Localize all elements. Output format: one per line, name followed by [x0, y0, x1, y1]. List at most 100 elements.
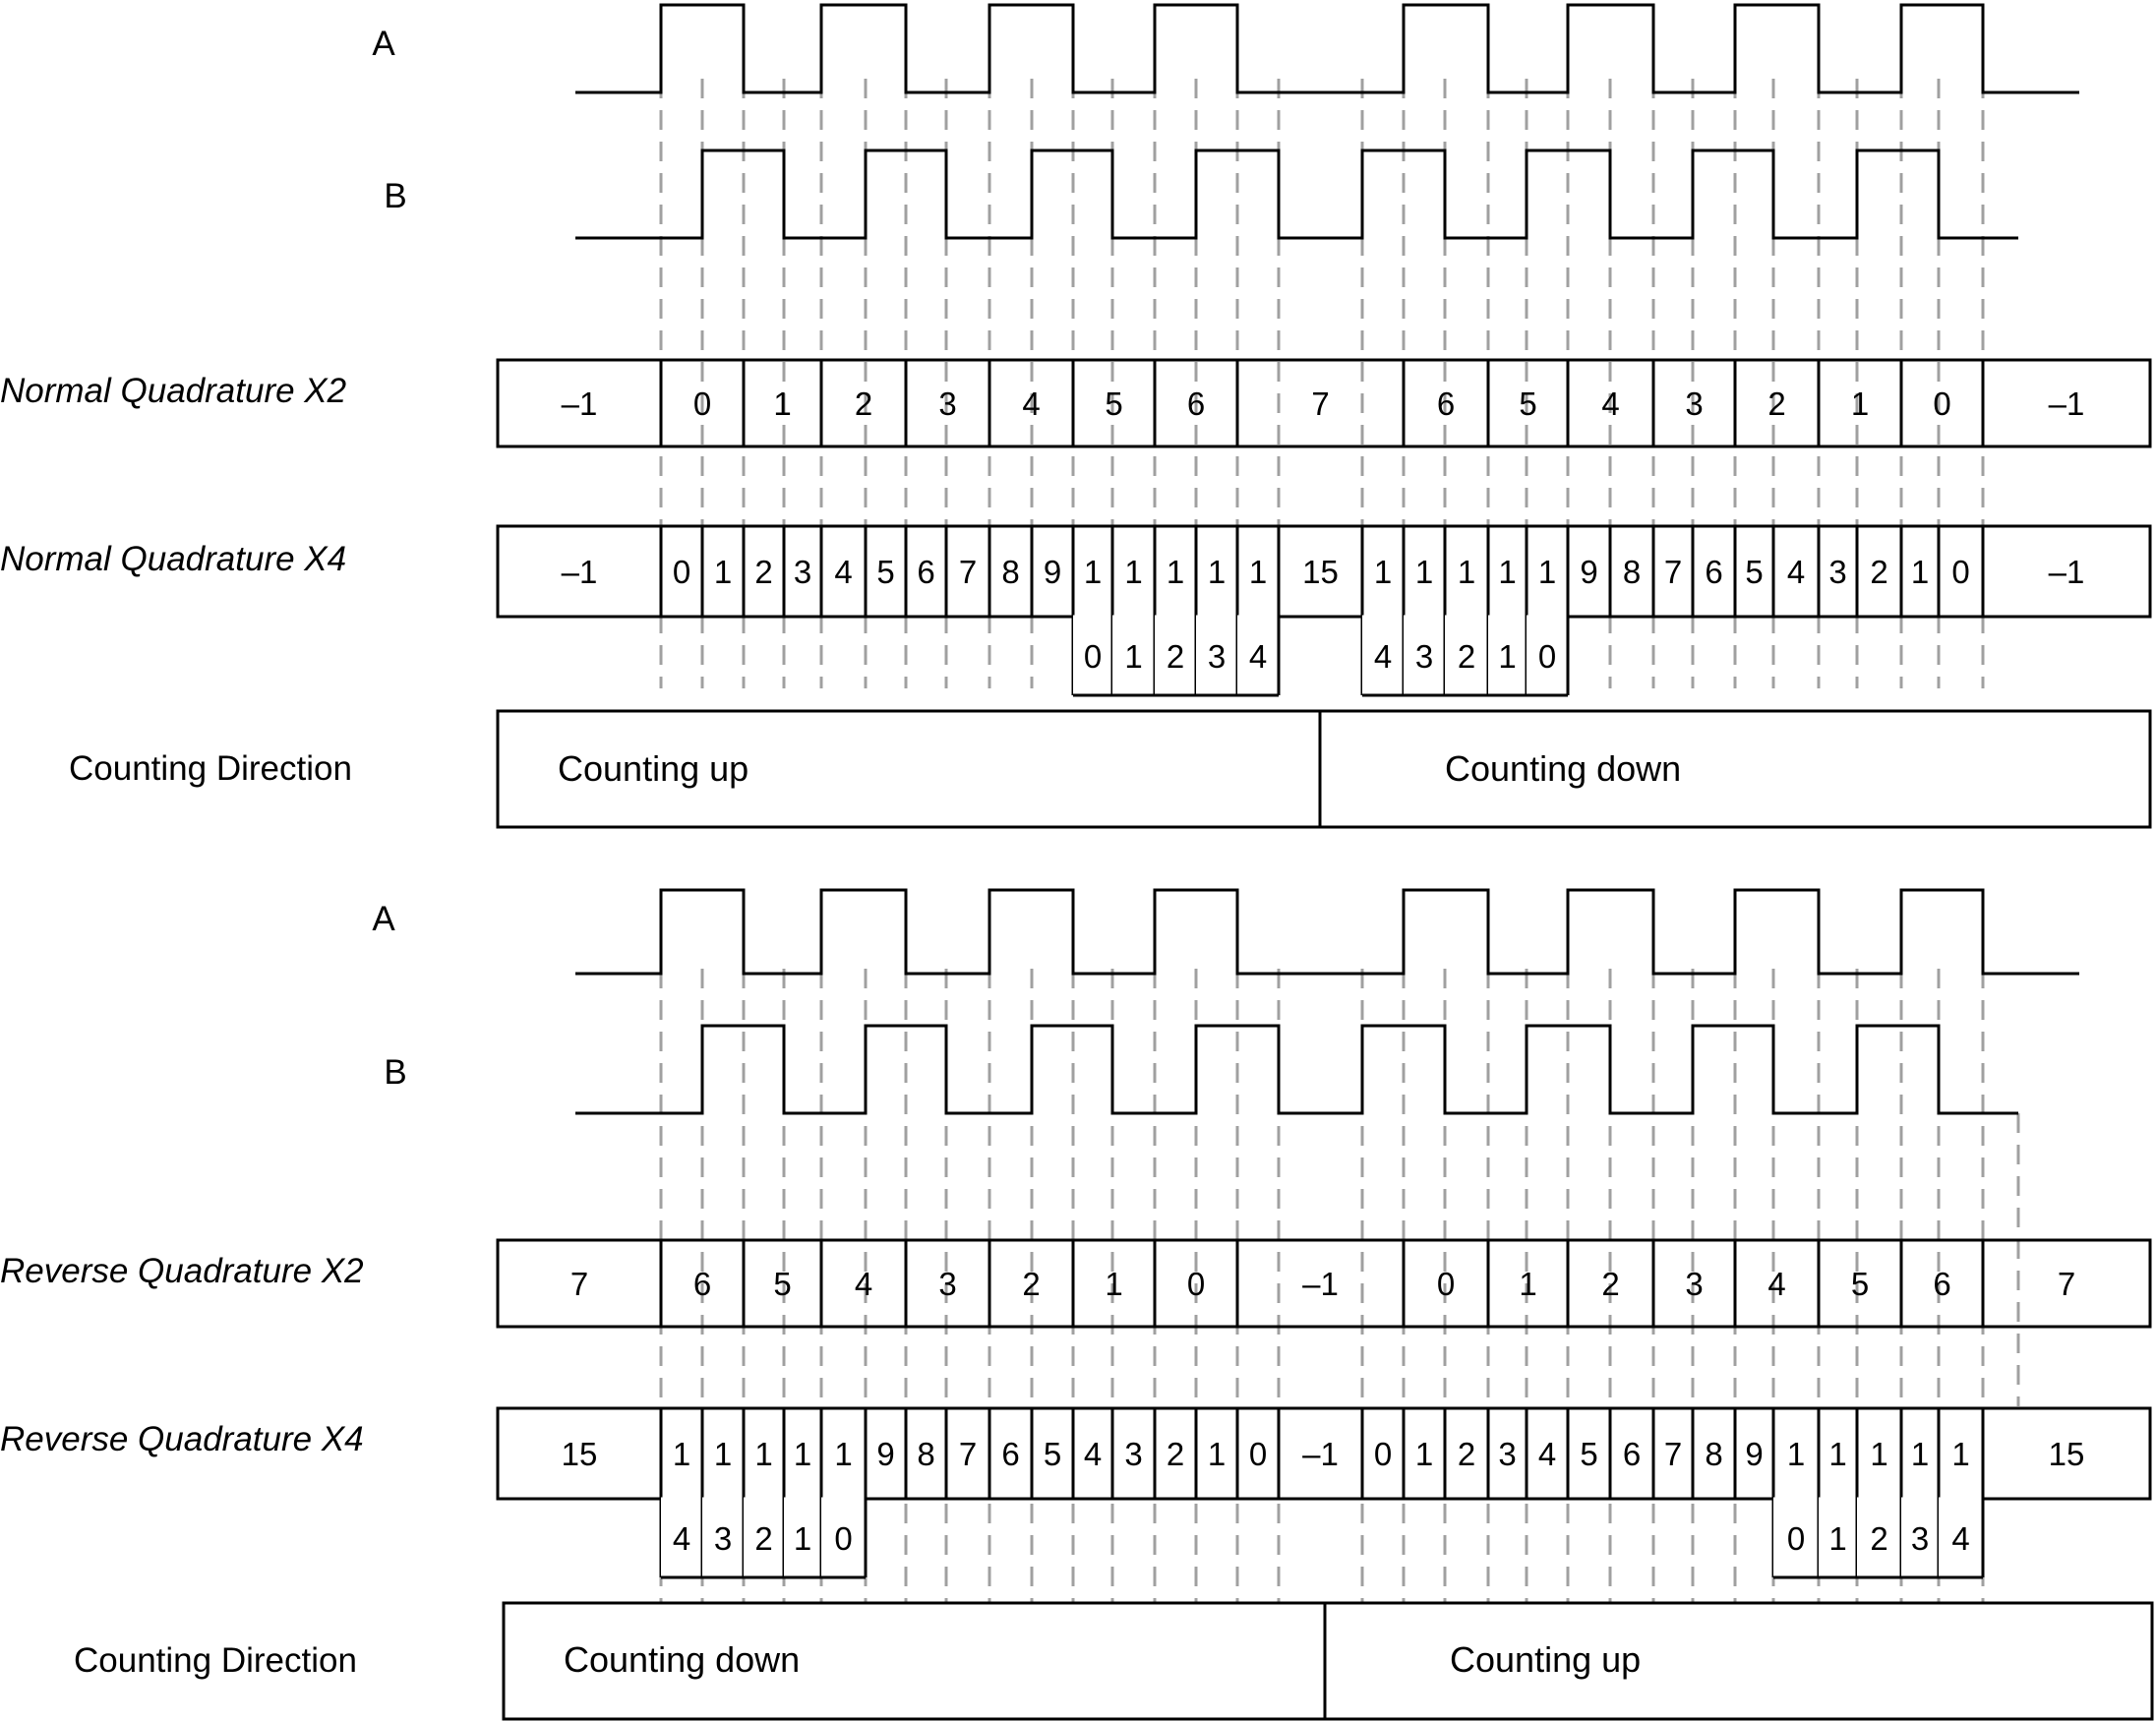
reverse-x4-cell-value-digit2: 3 [714, 1520, 732, 1557]
normal-x4-cell-value-digit2: 1 [1124, 638, 1142, 675]
normal-x4-cell-extension [1445, 615, 1488, 695]
normal-x4-cell-value: 0 [1951, 554, 1969, 590]
normal-x4-cell-value: 5 [1745, 554, 1763, 590]
reverse-x4-cell-value: 1 [1415, 1436, 1433, 1472]
reverse-x4-cell-value-digit2: 0 [834, 1520, 852, 1557]
reverse-x4-cell-value: 1 [1951, 1436, 1969, 1472]
reverse-x4-cell-extension [821, 1497, 866, 1577]
normal-x2-cell-value: 4 [1022, 386, 1040, 422]
reverse-x2-cell-value: 4 [1767, 1266, 1785, 1302]
normal-x2-cell-value: 3 [1685, 386, 1703, 422]
reverse-x4-cell-value: 9 [1745, 1436, 1763, 1472]
normal-x4-cell-value: 1 [1208, 554, 1226, 590]
normal-x2-cell-value: 6 [1437, 386, 1455, 422]
reverse-x2-cell-value: 7 [2058, 1266, 2075, 1302]
reverse-x4-cell-value: 15 [2049, 1436, 2085, 1472]
normal-x2-cell-value: 0 [693, 386, 711, 422]
normal-x4-cell-value: 1 [1415, 554, 1433, 590]
signal-b-label: B [384, 177, 406, 215]
reverse-x4-cell-value: 1 [1911, 1436, 1929, 1472]
normal-x4-cell-extension [1362, 615, 1404, 695]
normal-x4-cell-value-digit2: 2 [1458, 638, 1475, 675]
reverse-x2-cell-value: 1 [1105, 1266, 1122, 1302]
reverse-x4-cell-value-digit2: 1 [1828, 1520, 1846, 1557]
normal-x4-cell-value: 1 [1124, 554, 1142, 590]
normal-x4-cell-value: 15 [1302, 554, 1339, 590]
reverse-x4-cell-value: –1 [1302, 1436, 1339, 1472]
normal-x4-cell-extension [1155, 615, 1196, 695]
normal-x2-cell-value: 5 [1105, 386, 1122, 422]
normal-x4-cell-value: 4 [834, 554, 852, 590]
reverse-x2-cell-value: 3 [1685, 1266, 1703, 1302]
reverse-x2-cell-value: 1 [1519, 1266, 1536, 1302]
normal-x4-cell-value-digit2: 0 [1538, 638, 1556, 675]
reverse-x4-cell-extension [744, 1497, 784, 1577]
reverse-x2-cell-value: 4 [855, 1266, 872, 1302]
reverse-x2-cell-value: 5 [773, 1266, 791, 1302]
reverse-x4-cell-value: 9 [876, 1436, 894, 1472]
normal-x4-cell-frame [496, 524, 2152, 619]
normal-x4-cell-value: –1 [2049, 554, 2085, 590]
reverse-x4-cell-value: 1 [1828, 1436, 1846, 1472]
reverse-x4-cell-value: 1 [673, 1436, 690, 1472]
normal-x2-cell-value: 2 [1767, 386, 1785, 422]
reverse-direction-label: Counting Direction [74, 1641, 357, 1680]
normal-x4-cell-value: 9 [1580, 554, 1597, 590]
reverse-x2-cell-value: 7 [570, 1266, 588, 1302]
reverse-x4-cell-frame [496, 1406, 2152, 1501]
signal-b-waveform [575, 148, 2018, 240]
reverse-x2-cell-value: 2 [1022, 1266, 1040, 1302]
normal-x4-cell-value: 2 [1870, 554, 1887, 590]
reverse-x4-cell-extension [702, 1497, 744, 1577]
reverse-x4-cell-value-digit2: 3 [1911, 1520, 1929, 1557]
normal-x4-cell-extension [1404, 615, 1445, 695]
normal-x2-cell-value: 1 [1851, 386, 1869, 422]
normal-x4-cell-value-digit2: 3 [1415, 638, 1433, 675]
reverse-x4-cell-value: 4 [1084, 1436, 1102, 1472]
normal-x4-cell-extension [1527, 615, 1568, 695]
reverse-x2-cell-value: 6 [1933, 1266, 1950, 1302]
normal-x2-cell-value: –1 [2049, 386, 2085, 422]
reverse-x4-cell-value: 1 [1870, 1436, 1887, 1472]
normal-x4-cell-value: 1 [1458, 554, 1475, 590]
normal-x4-cell-value: –1 [562, 554, 598, 590]
normal-x4-cell-value-digit2: 4 [1374, 638, 1392, 675]
reverse-x4-cell-value: 7 [959, 1436, 977, 1472]
reverse-x2-cell-frame [496, 1238, 2152, 1329]
normal-x4-cell-value: 8 [1001, 554, 1019, 590]
reverse-x4-cell-value: 4 [1538, 1436, 1556, 1472]
reverse-x4-cell-value: 0 [1374, 1436, 1392, 1472]
normal-x2-cell-value: –1 [562, 386, 598, 422]
normal-x4-cell-value: 0 [673, 554, 690, 590]
normal-x4-cell-value: 1 [714, 554, 732, 590]
reverse-x4-cell-value: 8 [917, 1436, 934, 1472]
reverse-x4-cell-extension [1773, 1497, 1819, 1577]
normal-x2-cell-value: 5 [1519, 386, 1536, 422]
normal-x4-cell-value: 1 [1538, 554, 1556, 590]
reverse-x4-cell-extension [1939, 1497, 1983, 1577]
normal-x4-cell-value: 4 [1787, 554, 1805, 590]
reverse-x4-cell-extension [1901, 1497, 1939, 1577]
reverse-x4-cell-extension [1857, 1497, 1901, 1577]
normal-x4-cell-value: 7 [959, 554, 977, 590]
reverse-x4-cell-value: 1 [794, 1436, 811, 1472]
normal-x4-cell-value: 1 [1249, 554, 1267, 590]
reverse-x4-cell-value: 2 [1167, 1436, 1184, 1472]
normal-x2-cell-value: 4 [1601, 386, 1619, 422]
signal-a-waveform-reverse [575, 888, 2079, 976]
reverse-x4-cell-value: 3 [1498, 1436, 1516, 1472]
signal-a-waveform [575, 3, 2079, 94]
normal-x4-cell-value: 1 [1498, 554, 1516, 590]
edge-guide-lines [659, 79, 2020, 1603]
reverse-x2-cell-value: 5 [1851, 1266, 1869, 1302]
normal-x2-cell-frame [496, 358, 2152, 448]
normal-x4-cell-extension [1112, 615, 1155, 695]
reverse-x4-cell-value: 1 [834, 1436, 852, 1472]
reverse-x4-cell-value: 5 [1580, 1436, 1597, 1472]
normal-x4-cell-value: 2 [754, 554, 772, 590]
